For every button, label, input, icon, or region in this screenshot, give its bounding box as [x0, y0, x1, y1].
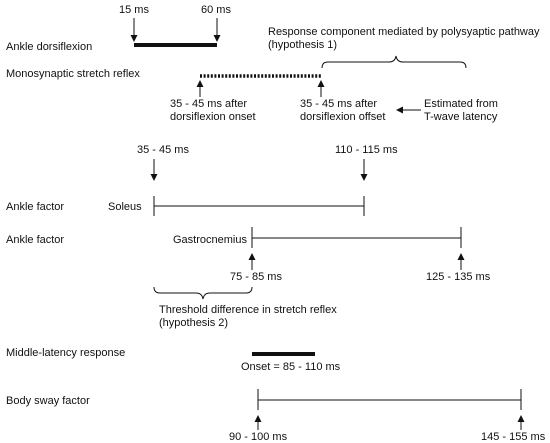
body-sway-label: Body sway factor: [6, 395, 90, 407]
gastrocnemius-row-label: Ankle factor: [6, 234, 64, 246]
threshold-line1: Threshold difference in stretch reflex: [159, 304, 337, 316]
middle-latency-onset: Onset = 85 - 110 ms: [241, 361, 341, 373]
reflex-offset-line2: dorsiflexion offset: [300, 111, 385, 123]
soleus-start-label: 35 - 45 ms: [137, 144, 189, 156]
gastrocnemius-muscle-label: Gastrocnemius: [173, 234, 247, 246]
soleus-muscle-label: Soleus: [108, 201, 142, 213]
polysyaptic-line1: Response component mediated by polysyapt…: [268, 26, 540, 38]
body-sway-end-label: 145 - 155 ms: [481, 431, 546, 443]
ankle-dorsiflexion-label: Ankle dorsiflexion: [6, 41, 92, 53]
gastrocnemius-end-label: 125 - 135 ms: [426, 271, 491, 283]
soleus-end-label: 110 - 115 ms: [335, 144, 398, 156]
threshold-line2: (hypothesis 2): [159, 317, 228, 329]
dorsiflexion-start-label: 15 ms: [119, 4, 149, 16]
middle-latency-label: Middle-latency response: [6, 347, 125, 359]
reflex-onset-line2: dorsiflexion onset: [170, 111, 256, 123]
polysyaptic-line2: (hypothesis 1): [268, 39, 337, 51]
estimated-line2: T-wave latency: [424, 111, 498, 123]
threshold-brace: [153, 286, 253, 300]
reflex-offset-line1: 35 - 45 ms after: [300, 98, 377, 110]
estimated-line1: Estimated from: [424, 98, 498, 110]
gastrocnemius-start-label: 75 - 85 ms: [230, 271, 282, 283]
body-sway-start-label: 90 - 100 ms: [229, 431, 288, 443]
monosynaptic-label: Monosynaptic stretch reflex: [6, 68, 140, 80]
soleus-row-label: Ankle factor: [6, 201, 64, 213]
dorsiflexion-end-label: 60 ms: [201, 4, 231, 16]
reflex-onset-line1: 35 - 45 ms after: [170, 98, 247, 110]
polysyaptic-brace: [321, 55, 467, 69]
